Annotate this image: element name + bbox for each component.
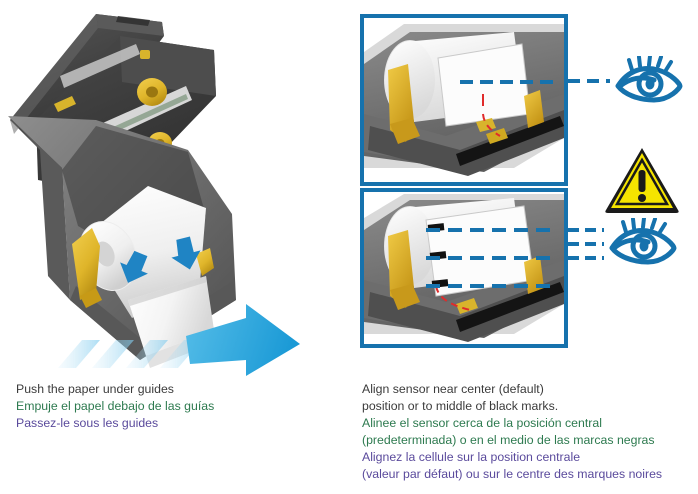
sightline-to-eye-top bbox=[568, 79, 610, 83]
caption-right-spanish-line1: Alinee el sensor cerca de la posición ce… bbox=[362, 416, 602, 430]
printer-media-sensor-center-illustration bbox=[364, 18, 564, 182]
guide-arrow-left bbox=[120, 250, 148, 283]
eyelashes bbox=[627, 56, 673, 72]
caption-left-spanish: Empuje el papel debajo de las guías bbox=[16, 399, 215, 413]
caption-left-english: Push the paper under guides bbox=[16, 382, 174, 396]
printer-media-sensor-black-marks-illustration bbox=[364, 192, 564, 344]
sightline-to-eye-bottom-2 bbox=[568, 242, 604, 246]
caption-right-english-line2: position or to middle of black marks. bbox=[362, 399, 559, 413]
eye-icon bbox=[610, 56, 686, 104]
caption-right-english-line1: Align sensor near center (default) bbox=[362, 382, 544, 396]
caption-right-french-line2: (valeur par défaut) ou sur le centre des… bbox=[362, 467, 663, 481]
sensor-center-position-frame bbox=[360, 14, 568, 186]
sensor-position-marker bbox=[482, 94, 501, 137]
sightline-to-eye-bottom-1 bbox=[568, 228, 604, 232]
caption-left-french: Passez-le sous les guides bbox=[16, 416, 159, 430]
sightline-to-eye-bottom-3 bbox=[568, 256, 604, 260]
sightline-dashes-inside bbox=[460, 80, 564, 84]
right-caption-block: Align sensor near center (default) posit… bbox=[362, 381, 662, 483]
caption-right-french-line1: Alignez la cellule sur la position centr… bbox=[362, 450, 581, 464]
sightline-dashes-inside bbox=[424, 228, 564, 288]
sensor-position-marker bbox=[435, 285, 471, 311]
sensor-black-marks-frame bbox=[360, 188, 568, 348]
media-guide-right bbox=[196, 248, 214, 276]
caption-right-spanish-line2: (predeterminada) o en el medio de las ma… bbox=[362, 433, 655, 447]
guide-arrow-right bbox=[171, 236, 201, 270]
left-illustration-panel bbox=[0, 0, 348, 380]
printer-open-illustration bbox=[8, 14, 300, 376]
right-illustration-panel bbox=[352, 6, 698, 366]
eyelashes bbox=[621, 218, 667, 234]
left-caption-block: Push the paper under guides Empuje el pa… bbox=[16, 381, 214, 432]
media-guide-left bbox=[72, 228, 100, 300]
media-guides bbox=[72, 228, 214, 308]
eye-icon bbox=[604, 218, 680, 266]
paper-feed-arrow bbox=[186, 304, 300, 376]
warning-triangle-icon bbox=[604, 144, 680, 214]
motion-trail bbox=[58, 340, 202, 368]
